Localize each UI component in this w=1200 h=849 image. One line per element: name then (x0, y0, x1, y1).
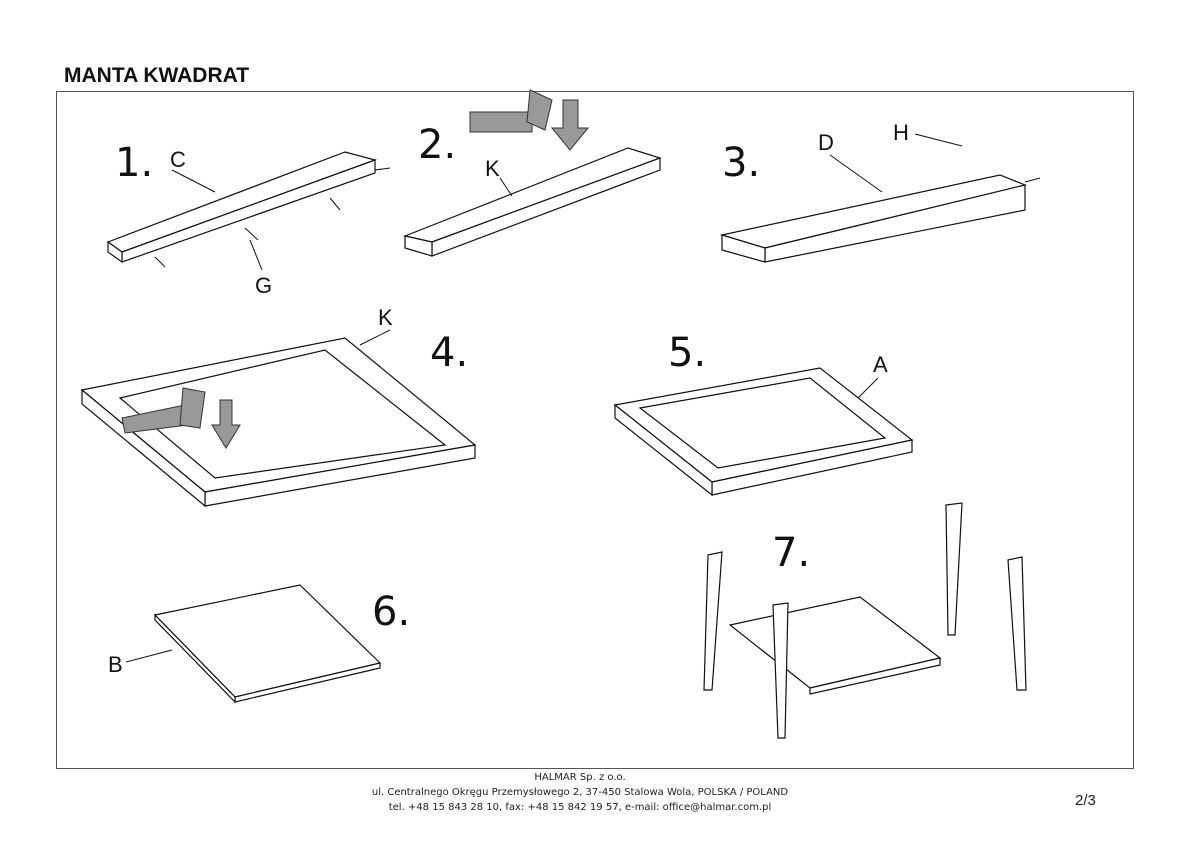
step-3: 3. D H (719, 120, 1041, 263)
step-2: 2. K (402, 89, 662, 257)
arrow-down-icon (211, 399, 241, 449)
step-7: 7. (703, 502, 1027, 739)
footer-address: ul. Centralnego Okręgu Przemysłowego 2, … (371, 787, 789, 798)
step-7-number: 7. (772, 530, 810, 576)
document-title: MANTA KWADRAT (64, 64, 250, 87)
label-c: C (170, 147, 186, 172)
step-2-number: 2. (418, 122, 456, 168)
label-g: G (255, 273, 272, 298)
step-6: 6. B (108, 584, 410, 704)
label-k-step4: K (378, 305, 393, 330)
step-4: 4. K (80, 305, 477, 508)
hammer-icon (469, 111, 533, 133)
footer-contact: tel. +48 15 843 28 10, fax: +48 15 842 1… (388, 802, 772, 813)
label-h: H (893, 120, 909, 145)
step-6-number: 6. (372, 589, 410, 635)
label-b: B (108, 652, 123, 677)
label-a: A (873, 352, 888, 377)
step-5-number: 5. (668, 330, 706, 376)
label-d: D (818, 130, 834, 155)
label-k-step2: K (485, 156, 500, 181)
step-3-number: 3. (722, 140, 760, 186)
page-number: 2/3 (1075, 792, 1096, 809)
footer-company: HALMAR Sp. z o.o. (534, 772, 626, 783)
step-4-number: 4. (430, 330, 468, 376)
step-5: 5. A (613, 330, 914, 497)
step-1-number: 1. (115, 140, 153, 186)
step-1: 1. C G (106, 140, 391, 298)
arrow-down-icon (550, 99, 590, 151)
instructions-frame (56, 91, 1134, 769)
